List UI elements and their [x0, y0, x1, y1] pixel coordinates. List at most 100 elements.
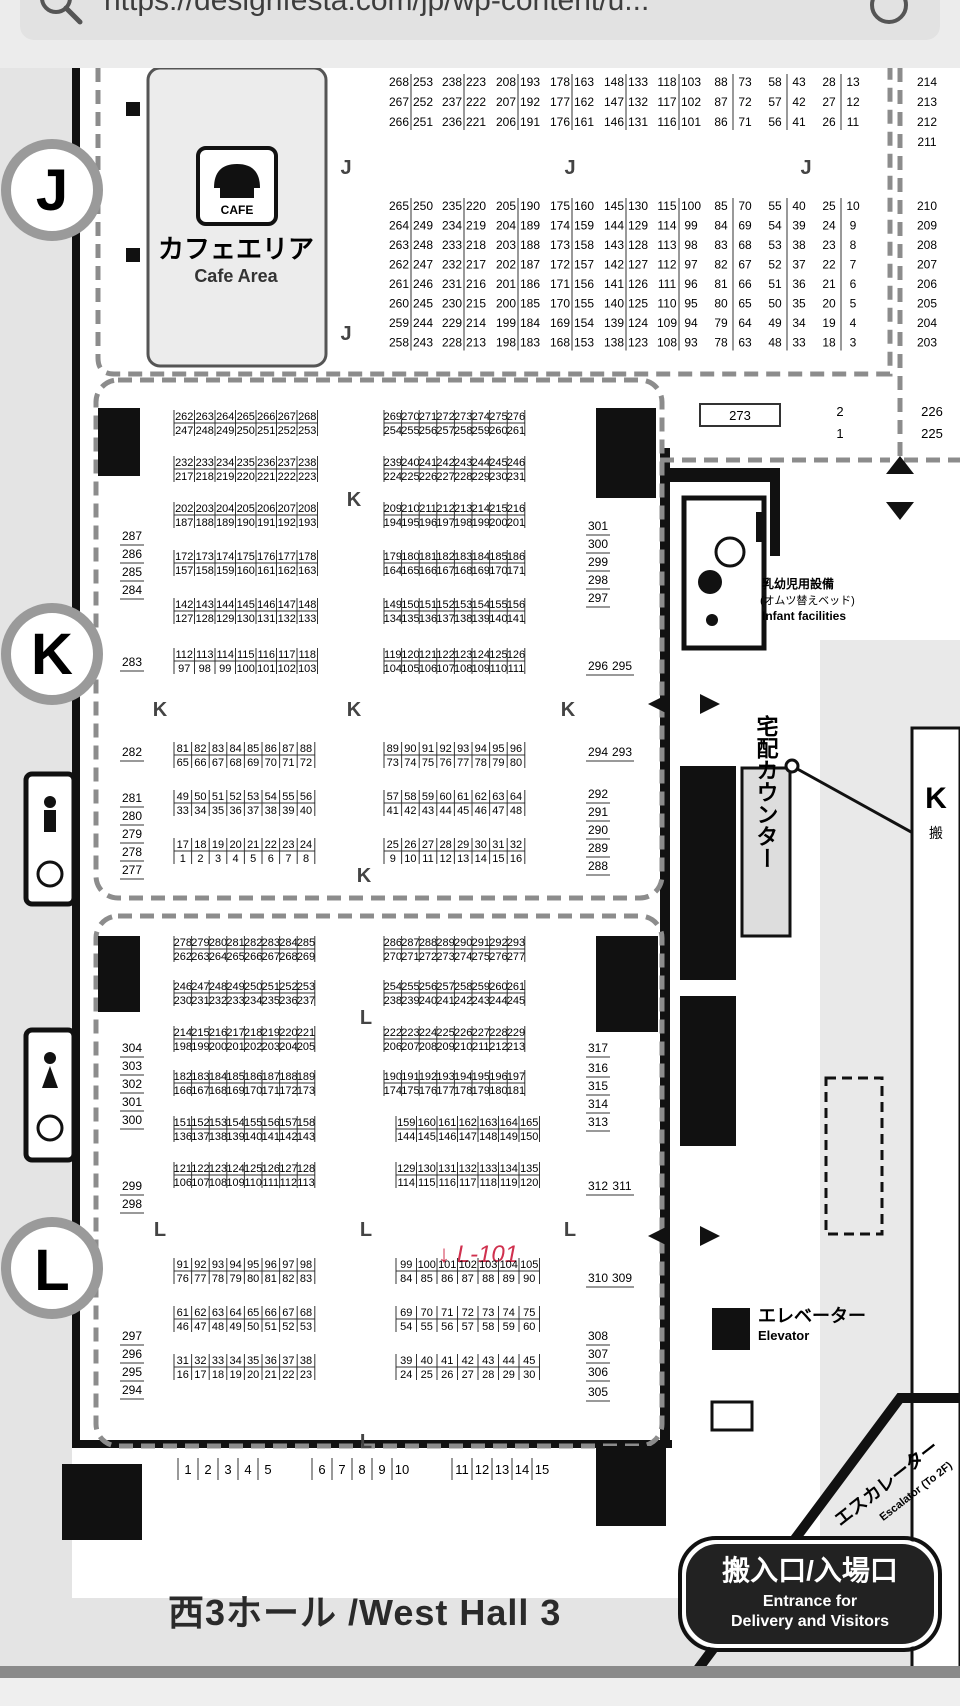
booth-number: 203	[196, 503, 214, 515]
booth-number: 217	[175, 471, 193, 483]
booth-number: 267	[262, 951, 280, 963]
booth-number: 54	[400, 1321, 412, 1333]
booth-number: 169	[550, 316, 570, 330]
booth-number: 64	[510, 791, 522, 803]
booth-number: 229	[442, 316, 462, 330]
booth-number: 118	[657, 75, 676, 89]
booth-number: 153	[209, 1117, 227, 1129]
booth-label: 273	[729, 408, 751, 423]
booth-number: 1	[184, 1462, 191, 1477]
booth-number: 69	[400, 1307, 412, 1319]
booth-number: 222	[466, 95, 486, 109]
booth-number: 181	[507, 1085, 525, 1097]
booth-number: 237	[278, 457, 296, 469]
booth-number: 211	[472, 1041, 490, 1053]
booth-number: 292	[588, 787, 608, 801]
booth-number: 172	[550, 258, 570, 272]
url-text[interactable]: https://designfesta.com/jp/wp-content/u.…	[104, 0, 650, 17]
section-circle-j: J	[1, 139, 103, 241]
booth-number: 223	[401, 1027, 419, 1039]
booth-number: 220	[466, 199, 486, 213]
booth-number: 198	[174, 1041, 192, 1053]
booth-number: 90	[404, 743, 416, 755]
booth-number: 158	[196, 565, 214, 577]
booth-number: 129	[628, 219, 648, 233]
entrance-sign: 搬入口/入場口 Entrance for Delivery and Visito…	[678, 1536, 942, 1652]
booth-number: 58	[404, 791, 416, 803]
reload-icon[interactable]	[864, 0, 914, 30]
booth-number: 262	[174, 951, 192, 963]
booth-number: 56	[300, 791, 312, 803]
booth-number: 264	[209, 951, 227, 963]
booth-number: 50	[768, 297, 782, 311]
booth-number: 142	[175, 599, 193, 611]
booth-number: 200	[209, 1041, 227, 1053]
booth-number: 213	[466, 336, 486, 350]
booth-number: 7	[338, 1462, 345, 1477]
booth-number: 299	[588, 555, 608, 569]
booth-number: 59	[503, 1321, 515, 1333]
booth-number: 161	[438, 1117, 456, 1129]
booth-number: 242	[454, 995, 472, 1007]
booth-number: 13	[457, 853, 469, 865]
booth-number: 204	[917, 316, 937, 330]
booth-number: 35	[247, 1355, 259, 1367]
booth-number: 303	[122, 1059, 142, 1073]
booth-number: 188	[279, 1071, 297, 1083]
booth-number: 139	[472, 613, 490, 625]
booth-number: 21	[822, 277, 836, 291]
infant-en-label: Infant facilities	[762, 609, 846, 623]
url-bar[interactable]	[20, 0, 940, 40]
booth-number: 4	[244, 1462, 251, 1477]
booth-number: 80	[714, 297, 728, 311]
booth-number: 270	[384, 951, 402, 963]
booth-number: 112	[175, 649, 193, 661]
booth-number: 72	[300, 757, 312, 769]
booth-number: 238	[442, 75, 462, 89]
booth-number: 55	[282, 791, 294, 803]
aisle-label: J	[340, 323, 351, 345]
booth-number: 141	[507, 613, 525, 625]
booth-number: 95	[492, 743, 504, 755]
booth-number: 29	[503, 1369, 515, 1381]
booth-number: 171	[262, 1085, 280, 1097]
booth-number: 75	[523, 1307, 535, 1319]
booth-number: 4	[850, 316, 857, 330]
booth-number: 108	[454, 663, 472, 675]
booth-number: 119	[384, 649, 402, 661]
booth-number: 113	[196, 649, 214, 661]
booth-number: 72	[462, 1307, 474, 1319]
booth-number: 199	[191, 1041, 209, 1053]
pillar	[596, 1446, 666, 1526]
booth-number: 119	[500, 1177, 518, 1189]
booth-number: 151	[174, 1117, 192, 1129]
booth-number: 85	[421, 1273, 433, 1285]
booth-number: 174	[384, 1085, 402, 1097]
booth-number: 105	[401, 663, 419, 675]
booth-number: 25	[822, 199, 836, 213]
booth-number: 85	[714, 199, 728, 213]
booth-number: 154	[574, 316, 594, 330]
booth-number: 209	[436, 1041, 454, 1053]
booth-number: 236	[257, 457, 275, 469]
booth-number: 100	[681, 199, 701, 213]
booth-number: 26	[822, 115, 836, 129]
booth-number: 211	[917, 135, 936, 149]
booth-number: 267	[389, 95, 409, 109]
booth-number: 220	[237, 471, 255, 483]
booth-number: 152	[436, 599, 454, 611]
booth-number: 216	[507, 503, 525, 515]
booth-number: 185	[489, 551, 507, 563]
booth-number: 84	[400, 1273, 412, 1285]
booth-number: 216	[466, 277, 486, 291]
booth-number: 205	[297, 1041, 315, 1053]
wheelchair-icon	[714, 536, 746, 568]
booth-number: 187	[262, 1071, 280, 1083]
booth-number: 138	[604, 336, 624, 350]
booth-number: 72	[738, 95, 752, 109]
booth-number: 284	[122, 583, 142, 597]
booth-number: 209	[917, 219, 937, 233]
booth-number: 62	[475, 791, 487, 803]
booth-number: 130	[237, 613, 255, 625]
booth-number: 261	[507, 981, 525, 993]
